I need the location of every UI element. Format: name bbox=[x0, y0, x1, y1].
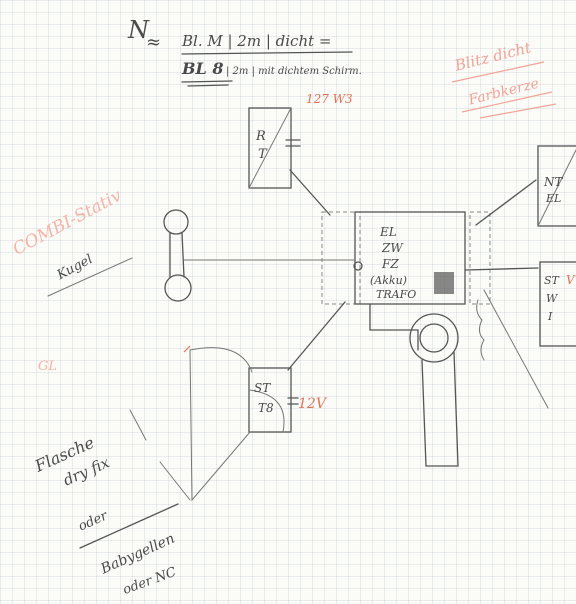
divider-line bbox=[79, 503, 179, 549]
center-label-zw: ZW bbox=[381, 241, 404, 255]
stem-ring-inner bbox=[419, 323, 449, 353]
top-box-diagonal bbox=[248, 107, 292, 189]
top-box-label-t: T bbox=[258, 147, 268, 162]
bottom-box-label2: T8 bbox=[258, 401, 274, 415]
header-red-note: 127 W3 bbox=[306, 92, 353, 106]
header-underline1 bbox=[181, 51, 353, 55]
center-label-trafo: TRAFO bbox=[376, 288, 416, 301]
right-mid-label3: I bbox=[547, 310, 553, 323]
center-label-el: EL bbox=[379, 225, 397, 239]
center-knob bbox=[353, 261, 363, 271]
stem-ring-outer bbox=[409, 313, 459, 363]
handle-rod-right bbox=[181, 232, 185, 278]
combi-sub-note: Kugel bbox=[54, 252, 95, 284]
oder-note1: oder bbox=[76, 508, 110, 534]
top-box bbox=[248, 107, 292, 189]
left-bracket bbox=[159, 461, 191, 501]
reflector-red-mark bbox=[183, 345, 191, 353]
top-box-wire bbox=[289, 169, 331, 216]
bottom-box-voltage: 12V bbox=[298, 396, 328, 412]
reflector-shape bbox=[189, 347, 253, 502]
center-right-dashed bbox=[469, 211, 491, 305]
right-top-wire bbox=[475, 179, 537, 226]
center-box bbox=[354, 211, 466, 305]
right-top-label2: EL bbox=[545, 192, 561, 205]
top-right-underline2 bbox=[461, 91, 553, 113]
right-mid-box bbox=[539, 261, 576, 347]
center-hatch-square bbox=[434, 272, 454, 294]
right-top-label1: NT bbox=[543, 175, 564, 189]
flasche-bracket bbox=[129, 409, 147, 441]
stem-tube bbox=[421, 351, 459, 467]
oder-nc-note: oder NC bbox=[121, 565, 178, 598]
right-top-box bbox=[537, 145, 576, 227]
right-mid-label1: ST bbox=[544, 274, 561, 287]
top-right-underline3 bbox=[479, 103, 557, 119]
right-mid-wire bbox=[465, 267, 539, 271]
bottom-box-wire bbox=[287, 301, 346, 371]
gl-note: GL bbox=[38, 359, 57, 374]
combi-note: COMBI-Stativ bbox=[10, 186, 126, 260]
right-top-diagonal bbox=[537, 149, 576, 227]
approx-symbol: ≈ bbox=[146, 32, 161, 53]
handle-top-ball bbox=[163, 209, 189, 235]
header-line2-bold: BL 8 bbox=[181, 59, 223, 78]
bottom-box bbox=[248, 367, 292, 433]
stem-left bbox=[369, 303, 419, 351]
n-symbol: N bbox=[127, 16, 150, 44]
right-diagonal-wire bbox=[483, 289, 549, 409]
right-mid-red: V bbox=[566, 273, 576, 287]
header-underline2 bbox=[181, 80, 233, 83]
center-label-akku: (Akku) bbox=[370, 274, 407, 287]
bottom-box-label1: ST bbox=[254, 381, 271, 395]
spring-wire bbox=[476, 299, 485, 361]
right-mid-label2: W bbox=[546, 292, 559, 305]
center-left-dashed bbox=[321, 211, 361, 305]
center-label-fz: FZ bbox=[381, 257, 399, 271]
top-right-note-line2: Farbkerze bbox=[466, 76, 541, 109]
header-line2-rest: | 2m | mit dichtem Schirm. bbox=[226, 66, 362, 77]
bottom-box-arc bbox=[248, 389, 285, 433]
top-box-label-r: R bbox=[255, 129, 266, 144]
combi-underline bbox=[47, 257, 133, 297]
header-line1: Bl. M | 2m | dicht = bbox=[181, 32, 332, 50]
handle-bottom-ball bbox=[164, 274, 192, 302]
top-right-underline1 bbox=[451, 61, 545, 83]
header-underline3 bbox=[187, 84, 229, 87]
top-right-note-line1: Blitz dicht bbox=[452, 38, 534, 75]
